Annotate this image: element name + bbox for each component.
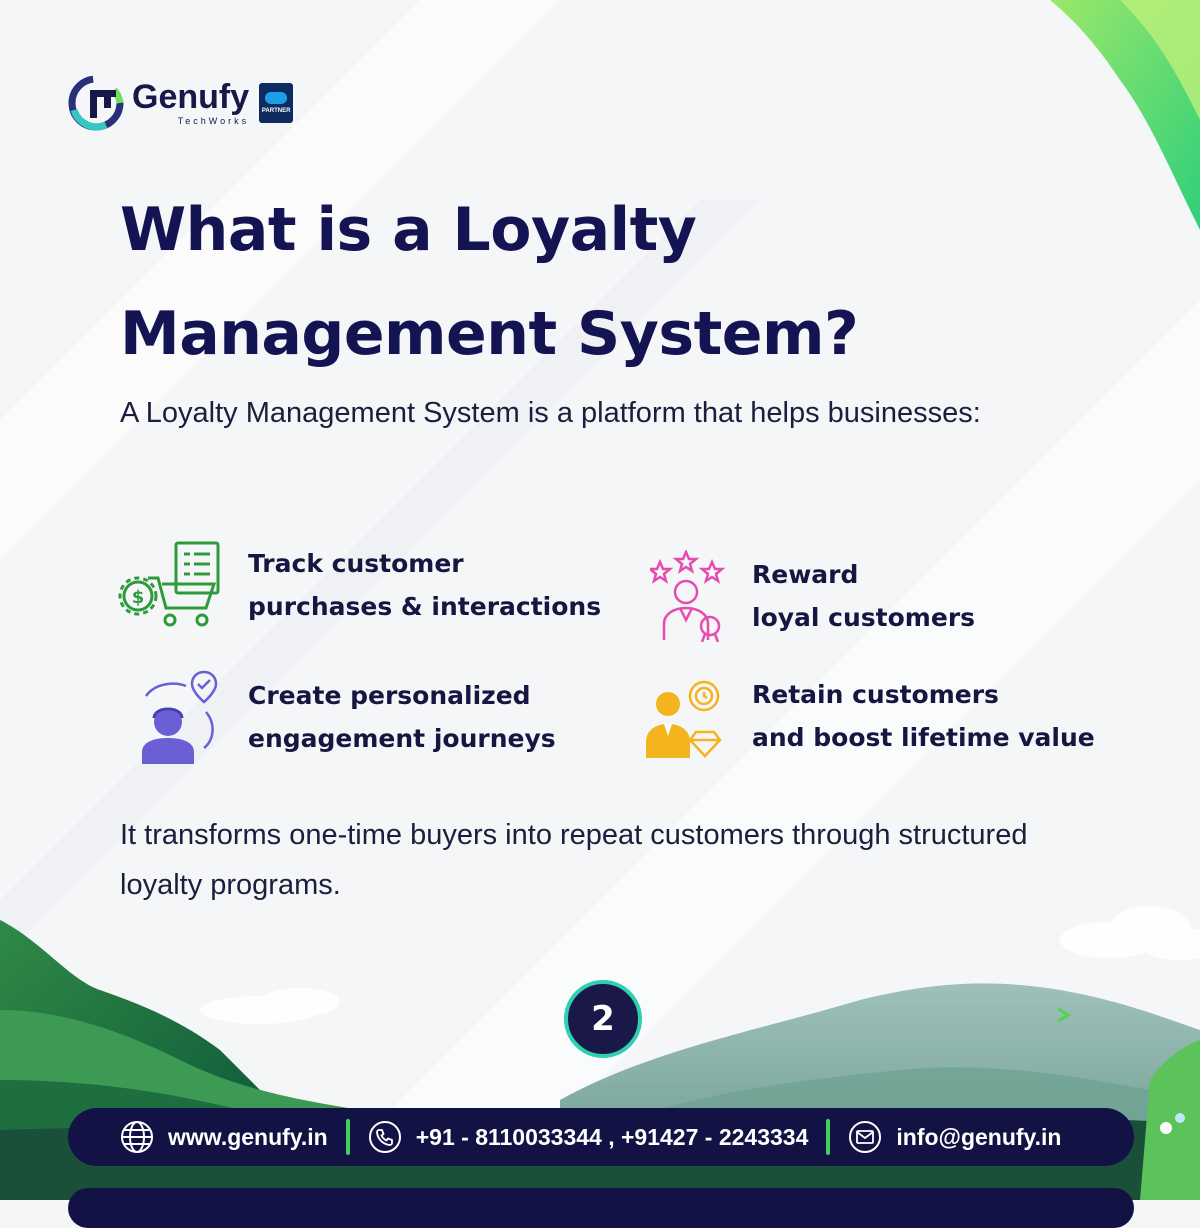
feature-personalized-journeys: Create personalized engagement journeys — [136, 668, 556, 766]
mail-icon — [849, 1121, 882, 1153]
feature-1-line-1: Track customer — [248, 549, 464, 578]
feature-4-line-2: and boost lifetime value — [752, 723, 1095, 752]
feature-3-line-2: engagement journeys — [248, 724, 556, 753]
title-line-2: Management System? — [120, 299, 859, 369]
closing-paragraph: It transforms one-time buyers into repea… — [120, 819, 1028, 901]
brand-name: Genufy — [132, 78, 250, 116]
intro-paragraph: A Loyalty Management System is a platfor… — [120, 397, 981, 429]
globe-icon — [121, 1121, 153, 1153]
feature-2-line-2: loyal customers — [752, 603, 976, 632]
email-link[interactable]: info@genufy.in — [848, 1120, 1061, 1154]
email-text: info@genufy.in — [896, 1123, 1062, 1150]
shopping-cart-icon: $ — [118, 541, 220, 627]
page-number-badge: 2 — [564, 980, 642, 1058]
phone-link[interactable]: +91 - 8110033344 , +91427 - 2243334 — [368, 1120, 809, 1154]
feature-reward-customers: Reward loyal customers — [650, 550, 975, 642]
partner-label: PARTNER — [261, 108, 291, 114]
svg-text:$: $ — [132, 587, 145, 608]
reward-award-icon — [650, 550, 726, 642]
genufy-logo-icon — [68, 75, 124, 131]
feature-4-line-1: Retain customers — [752, 680, 999, 709]
salesforce-partner-badge: PARTNER — [259, 83, 294, 123]
retention-value-icon — [646, 680, 722, 758]
contact-bar: www.genufy.in +91 - 8110033344 , +91427 … — [68, 1108, 1134, 1166]
feature-retain-customers: Retain customers and boost lifetime valu… — [644, 672, 1095, 760]
page-title: What is a Loyalty Management System? — [120, 178, 859, 386]
separator — [345, 1119, 350, 1155]
website-link[interactable]: www.genufy.in — [120, 1120, 328, 1154]
feature-track-purchases: $ Track customer purchases & interaction… — [118, 540, 601, 630]
phone-text: +91 - 8110033344 , +91427 - 2243334 — [415, 1123, 809, 1150]
website-text: www.genufy.in — [168, 1123, 328, 1150]
brand-logo[interactable]: Genufy TechWorks PARTNER — [66, 72, 294, 134]
personalized-journey-icon — [142, 670, 218, 764]
phone-icon — [368, 1121, 401, 1153]
feature-1-line-2: purchases & interactions — [248, 592, 602, 621]
feature-2-line-1: Reward — [752, 560, 859, 589]
title-line-1: What is a Loyalty — [120, 195, 697, 265]
feature-3-line-1: Create personalized — [248, 681, 531, 710]
separator — [826, 1119, 831, 1155]
duplicate-contact-bar-peek — [68, 1188, 1134, 1228]
background-decoration — [1050, 0, 1200, 230]
brand-tagline: TechWorks — [177, 116, 250, 126]
cloud-icon — [265, 92, 288, 104]
